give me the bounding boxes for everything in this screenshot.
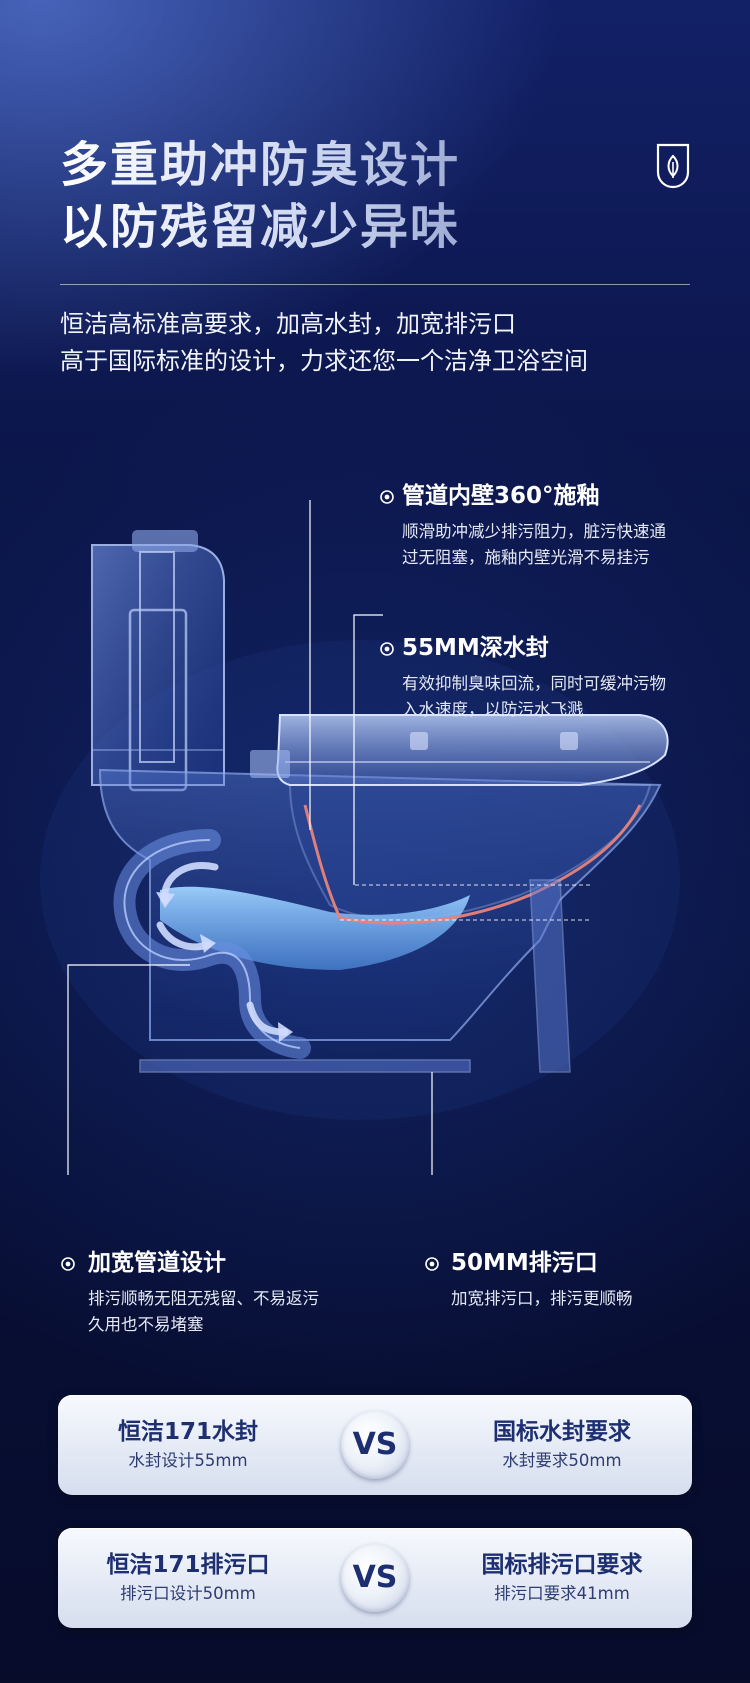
comparison-right: 国标排污口要求 排污口要求41mm: [481, 1552, 643, 1603]
callout-glaze-desc: 顺滑助冲减少排污阻力，脏污快速通 过无阻塞，施釉内壁光滑不易挂污: [402, 522, 666, 567]
page-title: 多重助冲防臭设计 以防残留减少异味: [60, 134, 460, 258]
callout-outlet-desc: 加宽排污口，排污更顺畅: [451, 1289, 633, 1308]
marker-pipe: [61, 1257, 75, 1271]
callout-water-seal: 55MM深水封 有效抑制臭味回流，同时可缓冲污物 入水速度，以防污水飞溅: [402, 633, 666, 723]
comparison-card-outlet: 恒洁171排污口 排污口设计50mm VS 国标排污口要求 排污口要求41mm: [58, 1528, 692, 1628]
comparison-left: 恒洁171水封 水封设计55mm: [117, 1419, 258, 1470]
title-line-2: 以防残留减少异味: [60, 199, 461, 255]
marker-outlet: [425, 1257, 439, 1271]
callout-glaze: 管道内壁360°施釉 顺滑助冲减少排污阻力，脏污快速通 过无阻塞，施釉内壁光滑不…: [402, 481, 666, 571]
comparison-card-water-seal: 恒洁171水封 水封设计55mm VS 国标水封要求 水封要求50mm: [58, 1395, 692, 1495]
callout-pipe-desc: 排污顺畅无阻无残留、不易返污 久用也不易堵塞: [88, 1289, 319, 1334]
header-divider: [60, 284, 690, 285]
callout-outlet: 50MM排污口 加宽排污口，排污更顺畅: [451, 1248, 633, 1312]
shield-leaf-icon: [656, 143, 690, 189]
toilet-cutaway-illustration: [40, 500, 680, 1175]
callout-glaze-title: 管道内壁360°施釉: [402, 483, 600, 509]
page-subtitle: 恒洁高标准高要求，加高水封，加宽排污口 高于国际标准的设计，力求还您一个洁净卫浴…: [60, 306, 588, 380]
callout-outlet-title: 50MM排污口: [451, 1250, 598, 1276]
vs-badge: VS: [341, 1544, 409, 1612]
vs-badge: VS: [341, 1411, 409, 1479]
comparison-left: 恒洁171排污口 排污口设计50mm: [106, 1552, 270, 1603]
callout-pipe: 加宽管道设计 排污顺畅无阻无残留、不易返污 久用也不易堵塞: [88, 1248, 319, 1338]
callout-pipe-title: 加宽管道设计: [88, 1250, 226, 1276]
comparison-right: 国标水封要求 水封要求50mm: [493, 1419, 631, 1470]
callout-water-seal-desc: 有效抑制臭味回流，同时可缓冲污物 入水速度，以防污水飞溅: [402, 674, 666, 719]
title-line-1: 多重助冲防臭设计: [60, 137, 461, 193]
callout-water-seal-title: 55MM深水封: [402, 635, 549, 661]
subtitle-line-2: 高于国际标准的设计，力求还您一个洁净卫浴空间: [60, 347, 588, 375]
subtitle-line-1: 恒洁高标准高要求，加高水封，加宽排污口: [60, 310, 516, 338]
